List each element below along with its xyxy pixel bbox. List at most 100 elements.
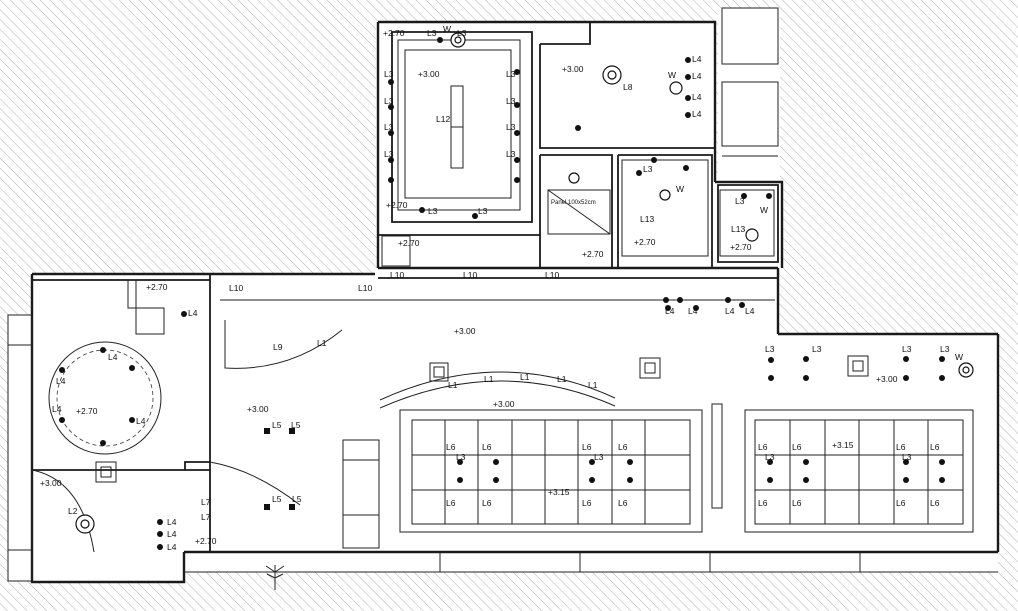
level-mark: +3.00 — [454, 326, 476, 336]
level-mark: +3.00 — [40, 478, 62, 488]
label-l6: L6 — [618, 442, 628, 452]
label-l3: L3 — [812, 344, 822, 354]
label-l3: L3 — [940, 344, 950, 354]
label-l3: L3 — [384, 96, 394, 106]
label-l6: L6 — [896, 498, 906, 508]
plant-symbol — [265, 565, 285, 590]
label-l6: L6 — [482, 498, 492, 508]
downlights — [59, 37, 945, 550]
label-l1: L1 — [588, 380, 598, 390]
level-mark: +2.70 — [383, 28, 405, 38]
label-l1: L1 — [484, 374, 494, 384]
level-mark: +3.00 — [562, 64, 584, 74]
label-l1: L1 — [317, 338, 327, 348]
label-l13: L13 — [731, 224, 745, 234]
level-mark: +2.70 — [76, 406, 98, 416]
label-l3: L3 — [506, 96, 516, 106]
label-l3: L3 — [428, 206, 438, 216]
label-l3: L3 — [384, 149, 394, 159]
ceiling-grid-right — [744, 409, 974, 533]
label-l3: L3 — [902, 344, 912, 354]
label-l3: L3 — [506, 69, 516, 79]
exterior-walls — [30, 20, 1000, 584]
label-l3: L3 — [384, 122, 394, 132]
label-l3: L3 — [765, 344, 775, 354]
label-l3: L3 — [506, 122, 516, 132]
label-l6: L6 — [618, 498, 628, 508]
label-l4: L4 — [692, 54, 702, 64]
label-l4: L4 — [167, 529, 177, 539]
label-l3: L3 — [384, 69, 394, 79]
label-l6: L6 — [930, 498, 940, 508]
label-l3: L3 — [457, 28, 467, 38]
label-l5: L5 — [272, 420, 282, 430]
label-l4: L4 — [108, 352, 118, 362]
label-l4: L4 — [52, 404, 62, 414]
label-l6: L6 — [758, 498, 768, 508]
label-l6: L6 — [896, 442, 906, 452]
label-l4: L4 — [167, 517, 177, 527]
label-w: W — [676, 184, 684, 194]
label-w: W — [443, 24, 451, 34]
label-w: W — [668, 70, 676, 80]
label-l3: L3 — [506, 149, 516, 159]
label-l6: L6 — [792, 442, 802, 452]
level-mark: +2.70 — [386, 200, 408, 210]
label-l10: L10 — [545, 270, 559, 280]
label-l4: L4 — [745, 306, 755, 316]
label-l1: L1 — [448, 380, 458, 390]
level-mark: +2.70 — [730, 242, 752, 252]
label-l3: L3 — [478, 206, 488, 216]
level-mark: +3.00 — [493, 399, 515, 409]
ring-fixtures — [75, 32, 974, 534]
label-l6: L6 — [758, 442, 768, 452]
label-l10: L10 — [390, 270, 404, 280]
level-mark: +3.15 — [832, 440, 854, 450]
label-l5: L5 — [292, 494, 302, 504]
label-l4: L4 — [167, 542, 177, 552]
label-w: W — [760, 205, 768, 215]
label-l6: L6 — [482, 442, 492, 452]
label-l4: L4 — [56, 376, 66, 386]
label-l6: L6 — [446, 498, 456, 508]
label-l4: L4 — [688, 306, 698, 316]
label-l9: L9 — [273, 342, 283, 352]
label-l13: L13 — [640, 214, 654, 224]
label-l4: L4 — [188, 308, 198, 318]
fixture-labels: L3 W L3 L3 L3 L3 L3 L3 L3 L3 L3 L12 L3 L… — [52, 24, 963, 552]
level-mark: +2.70 — [398, 238, 420, 248]
label-l7: L7 — [201, 512, 211, 522]
label-w: W — [955, 352, 963, 362]
ceiling-grid-left — [399, 409, 703, 533]
label-l4: L4 — [692, 71, 702, 81]
label-l5: L5 — [291, 420, 301, 430]
level-mark: +3.00 — [247, 404, 269, 414]
label-l3: L3 — [643, 164, 653, 174]
label-l4: L4 — [665, 306, 675, 316]
label-l8: L8 — [623, 82, 633, 92]
label-l4: L4 — [692, 92, 702, 102]
label-l3: L3 — [427, 28, 437, 38]
panel-note: Panel 100x52cm — [551, 200, 596, 206]
round-ceiling-feature — [48, 341, 162, 455]
label-l3: L3 — [735, 196, 745, 206]
label-l1: L1 — [557, 374, 567, 384]
label-l4: L4 — [725, 306, 735, 316]
label-l3: L3 — [902, 452, 912, 462]
diffusers — [95, 355, 869, 483]
label-l7: L7 — [201, 497, 211, 507]
label-l3: L3 — [765, 452, 775, 462]
level-mark: +2.70 — [582, 249, 604, 259]
level-mark: +3.00 — [876, 374, 898, 384]
label-l10: L10 — [358, 283, 372, 293]
label-l3: L3 — [594, 452, 604, 462]
label-l10: L10 — [463, 270, 477, 280]
level-mark: +3.15 — [548, 487, 570, 497]
label-l4: L4 — [692, 109, 702, 119]
level-mark: +2.70 — [146, 282, 168, 292]
label-l6: L6 — [446, 442, 456, 452]
label-l6: L6 — [582, 498, 592, 508]
label-l2: L2 — [68, 506, 78, 516]
label-l10: L10 — [229, 283, 243, 293]
